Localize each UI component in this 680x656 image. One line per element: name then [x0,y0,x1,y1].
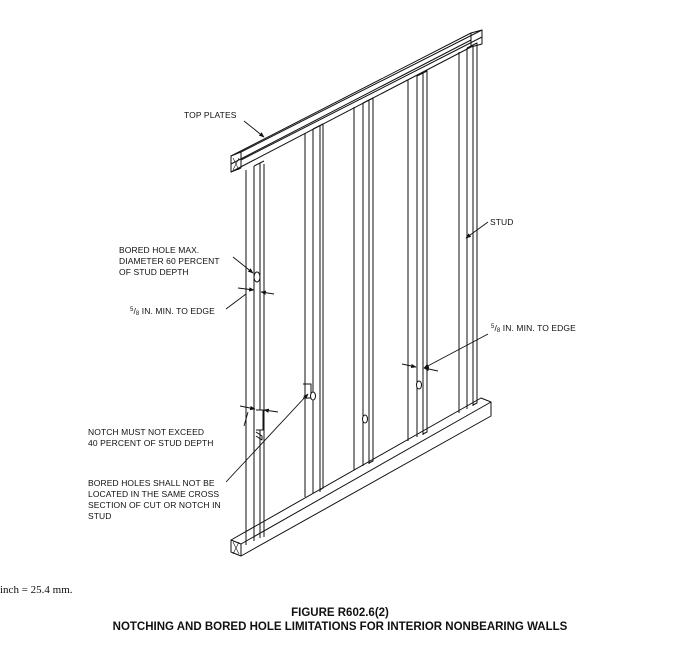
figure-subtitle: NOTCHING AND BORED HOLE LIMITATIONS FOR … [112,621,568,633]
dim-notch-a [239,405,256,411]
dim-notch-b [263,408,279,413]
dim-edge-right-b [423,366,439,372]
label-top-plates: TOP PLATES [184,110,237,120]
leader-notch [243,411,249,427]
leader-bored-holes [225,393,309,483]
dim-edge-left-b [260,290,275,295]
dim-edge-right-a [401,363,417,369]
label-notch-2: 40 PERCENT OF STUD DEPTH [88,438,214,448]
label-bored-holes-3: SECTION OF CUT OR NOTCH IN [88,500,221,510]
label-edge-left: 5/8 IN. MIN. TO EDGE [130,306,215,317]
stud-4 [407,70,428,441]
label-stud: STUD [490,217,514,227]
edge-left-text: IN. MIN. TO EDGE [139,306,215,316]
leader-top-plates [243,120,265,138]
stud-1 [245,160,265,545]
figure-title: FIGURE R602.6(2) [291,607,389,619]
stud-3 [353,97,374,470]
fraction-denominator: 8 [496,328,501,334]
label-bored-hole-2: DIAMETER 60 PERCENT [119,256,220,266]
label-bored-holes-4: STUD [88,511,112,521]
label-edge-right: 5/8 IN. MIN. TO EDGE [491,323,576,334]
leader-stud [465,221,489,239]
edge-right-text: IN. MIN. TO EDGE [500,323,576,333]
label-notch-1: NOTCH MUST NOT EXCEED [88,427,205,437]
label-bored-hole-1: BORED HOLE MAX. [119,245,200,255]
dim-edge-left-a [237,287,255,292]
leader-edge-right [423,333,489,369]
stud-5 [458,42,478,413]
label-bored-holes-2: LOCATED IN THE SAME CROSS [88,489,220,499]
bottom-plate [230,397,492,557]
top-plates [230,29,483,173]
unit-footnote: inch = 25.4 mm. [0,584,73,596]
label-bored-holes-1: BORED HOLES SHALL NOT BE [88,478,215,488]
label-bored-hole-3: OF STUD DEPTH [119,267,189,277]
fraction-numerator: 5 [491,324,495,330]
stud-2 [303,123,324,497]
leader-edge-left [225,293,247,310]
fraction-numerator: 5 [130,307,134,313]
leader-bored-hole [232,256,254,274]
fraction-denominator: 8 [135,311,140,317]
